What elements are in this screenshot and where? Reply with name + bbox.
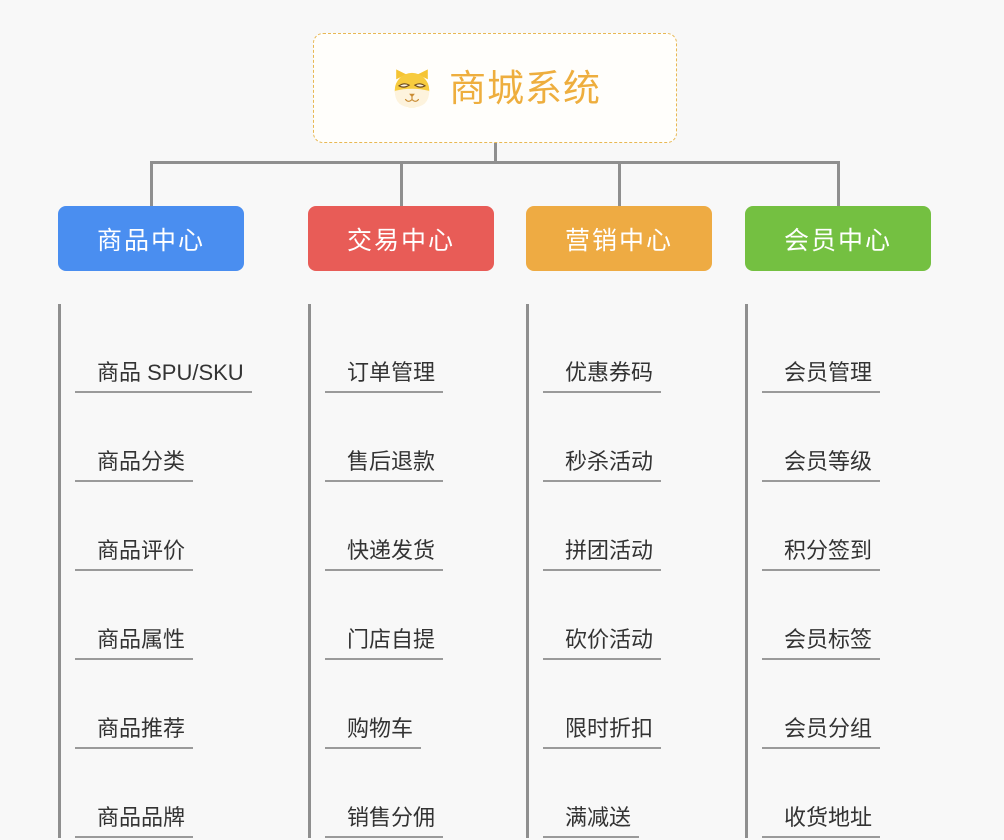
leaf-label: 会员分组 bbox=[762, 716, 881, 749]
leaf-label: 满减送 bbox=[543, 805, 640, 838]
leaf-item[interactable]: 快递发货 bbox=[325, 482, 494, 571]
category-column-2: 交易中心 订单管理 售后退款 快递发货 门店自提 购物车 销售分佣 bbox=[308, 206, 494, 838]
leaf-item[interactable]: 购物车 bbox=[325, 660, 494, 749]
leaf-label: 会员等级 bbox=[762, 449, 881, 482]
connector-drop-2 bbox=[400, 161, 403, 206]
leaf-label: 订单管理 bbox=[325, 360, 444, 393]
leaf-label: 售后退款 bbox=[325, 449, 444, 482]
leaf-list-4: 会员管理 会员等级 积分签到 会员标签 会员分组 收货地址 bbox=[745, 304, 931, 838]
category-box-1[interactable]: 商品中心 bbox=[58, 206, 244, 271]
leaf-label: 会员标签 bbox=[762, 627, 881, 660]
shiba-inu-dog-face-icon bbox=[394, 69, 430, 108]
leaf-label: 砍价活动 bbox=[543, 627, 662, 660]
leaf-item[interactable]: 会员标签 bbox=[762, 571, 931, 660]
leaf-label: 商品分类 bbox=[75, 449, 194, 482]
category-label-1: 商品中心 bbox=[96, 226, 205, 255]
category-column-4: 会员中心 会员管理 会员等级 积分签到 会员标签 会员分组 收货地址 bbox=[745, 206, 931, 838]
leaf-item[interactable]: 会员分组 bbox=[762, 660, 931, 749]
leaf-label: 商品属性 bbox=[75, 627, 194, 660]
leaf-item[interactable]: 限时折扣 bbox=[543, 660, 712, 749]
leaf-label: 商品品牌 bbox=[75, 805, 194, 838]
leaf-item[interactable]: 商品推荐 bbox=[75, 660, 244, 749]
connector-root-stem bbox=[494, 143, 497, 163]
leaf-item[interactable]: 售后退款 bbox=[325, 393, 494, 482]
category-box-2[interactable]: 交易中心 bbox=[308, 206, 494, 271]
connector-horizontal-bus bbox=[150, 161, 840, 164]
category-column-3: 营销中心 优惠券码 秒杀活动 拼团活动 砍价活动 限时折扣 满减送 bbox=[526, 206, 712, 838]
leaf-label: 商品推荐 bbox=[75, 716, 194, 749]
leaf-label: 商品 SPU/SKU bbox=[75, 360, 252, 393]
leaf-label: 秒杀活动 bbox=[543, 449, 662, 482]
leaf-item[interactable]: 商品 SPU/SKU bbox=[75, 304, 252, 393]
leaf-label: 积分签到 bbox=[762, 538, 881, 571]
root-node[interactable]: 商城系统 bbox=[313, 33, 677, 143]
leaf-item[interactable]: 商品品牌 bbox=[75, 749, 244, 838]
connector-drop-3 bbox=[618, 161, 621, 206]
leaf-item[interactable]: 收货地址 bbox=[762, 749, 931, 838]
leaf-label: 快递发货 bbox=[325, 538, 444, 571]
category-column-1: 商品中心 商品 SPU/SKU 商品分类 商品评价 商品属性 商品推荐 商品品牌 bbox=[58, 206, 252, 838]
leaf-label: 购物车 bbox=[325, 716, 422, 749]
leaf-label: 收货地址 bbox=[762, 805, 881, 838]
root-title: 商城系统 bbox=[449, 67, 601, 109]
leaf-item[interactable]: 商品评价 bbox=[75, 482, 244, 571]
leaf-list-3: 优惠券码 秒杀活动 拼团活动 砍价活动 限时折扣 满减送 bbox=[526, 304, 712, 838]
leaf-item[interactable]: 秒杀活动 bbox=[543, 393, 712, 482]
leaf-item[interactable]: 会员等级 bbox=[762, 393, 931, 482]
category-box-4[interactable]: 会员中心 bbox=[745, 206, 931, 271]
connector-drop-1 bbox=[150, 161, 153, 206]
leaf-item[interactable]: 门店自提 bbox=[325, 571, 494, 660]
category-label-3: 营销中心 bbox=[564, 226, 673, 255]
leaf-item[interactable]: 积分签到 bbox=[762, 482, 931, 571]
leaf-label: 会员管理 bbox=[762, 360, 881, 393]
category-label-2: 交易中心 bbox=[346, 226, 455, 255]
leaf-label: 优惠券码 bbox=[543, 360, 662, 393]
category-label-4: 会员中心 bbox=[783, 226, 892, 255]
leaf-item[interactable]: 会员管理 bbox=[762, 304, 931, 393]
leaf-list-1: 商品 SPU/SKU 商品分类 商品评价 商品属性 商品推荐 商品品牌 bbox=[58, 304, 252, 838]
leaf-label: 销售分佣 bbox=[325, 805, 444, 838]
leaf-item[interactable]: 砍价活动 bbox=[543, 571, 712, 660]
leaf-item[interactable]: 优惠券码 bbox=[543, 304, 712, 393]
leaf-label: 门店自提 bbox=[325, 627, 444, 660]
leaf-item[interactable]: 满减送 bbox=[543, 749, 712, 838]
leaf-list-2: 订单管理 售后退款 快递发货 门店自提 购物车 销售分佣 bbox=[308, 304, 494, 838]
leaf-label: 限时折扣 bbox=[543, 716, 662, 749]
leaf-item[interactable]: 商品属性 bbox=[75, 571, 244, 660]
leaf-label: 商品评价 bbox=[75, 538, 194, 571]
leaf-item[interactable]: 商品分类 bbox=[75, 393, 244, 482]
leaf-item[interactable]: 订单管理 bbox=[325, 304, 494, 393]
connector-drop-4 bbox=[837, 161, 840, 206]
leaf-item[interactable]: 销售分佣 bbox=[325, 749, 494, 838]
leaf-label: 拼团活动 bbox=[543, 538, 662, 571]
leaf-item[interactable]: 拼团活动 bbox=[543, 482, 712, 571]
category-box-3[interactable]: 营销中心 bbox=[526, 206, 712, 271]
